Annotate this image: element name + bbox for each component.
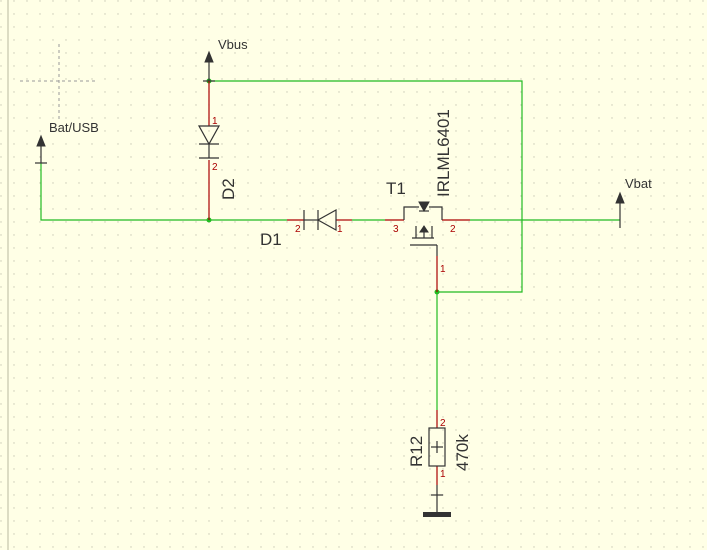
vbat-label: Vbat <box>625 176 652 191</box>
resistor-r12[interactable]: 2 1 R12 470k <box>407 410 472 485</box>
t1-pin-1: 1 <box>440 264 446 275</box>
d1-pin-2: 2 <box>295 224 301 235</box>
bat-usb-supply[interactable]: Bat/USB <box>35 120 99 164</box>
vbus-label: Vbus <box>218 37 248 52</box>
diode-d1[interactable]: 2 1 D1 <box>260 208 352 249</box>
d1-label: D1 <box>260 230 282 249</box>
t1-pin-3: 3 <box>393 224 399 235</box>
d2-pin-1: 1 <box>212 116 218 127</box>
r12-pin-2: 2 <box>440 418 446 429</box>
bat-usb-label: Bat/USB <box>49 120 99 135</box>
t1-value: IRLML6401 <box>434 109 453 197</box>
d2-label: D2 <box>219 178 238 200</box>
vbus-supply[interactable]: Vbus <box>203 37 248 82</box>
diode-d2[interactable]: 1 2 D2 <box>197 81 238 220</box>
t1-pin-2: 2 <box>450 224 456 235</box>
t1-label: T1 <box>386 179 406 198</box>
vbat-supply[interactable]: Vbat <box>615 176 652 228</box>
d2-pin-2: 2 <box>212 162 218 173</box>
d1-pin-1: 1 <box>337 224 343 235</box>
wire-bat-usb[interactable] <box>40 163 209 221</box>
r12-label: R12 <box>407 436 426 467</box>
wire-vbus-loop[interactable] <box>209 80 523 293</box>
mosfet-t1[interactable]: 3 2 1 T1 IRLML6401 <box>385 109 470 292</box>
wires <box>40 80 620 410</box>
origin-crosshair <box>20 44 98 120</box>
r12-pin-1: 1 <box>440 469 446 480</box>
r12-value: 470k <box>453 434 472 471</box>
ground-symbol[interactable] <box>423 485 451 517</box>
